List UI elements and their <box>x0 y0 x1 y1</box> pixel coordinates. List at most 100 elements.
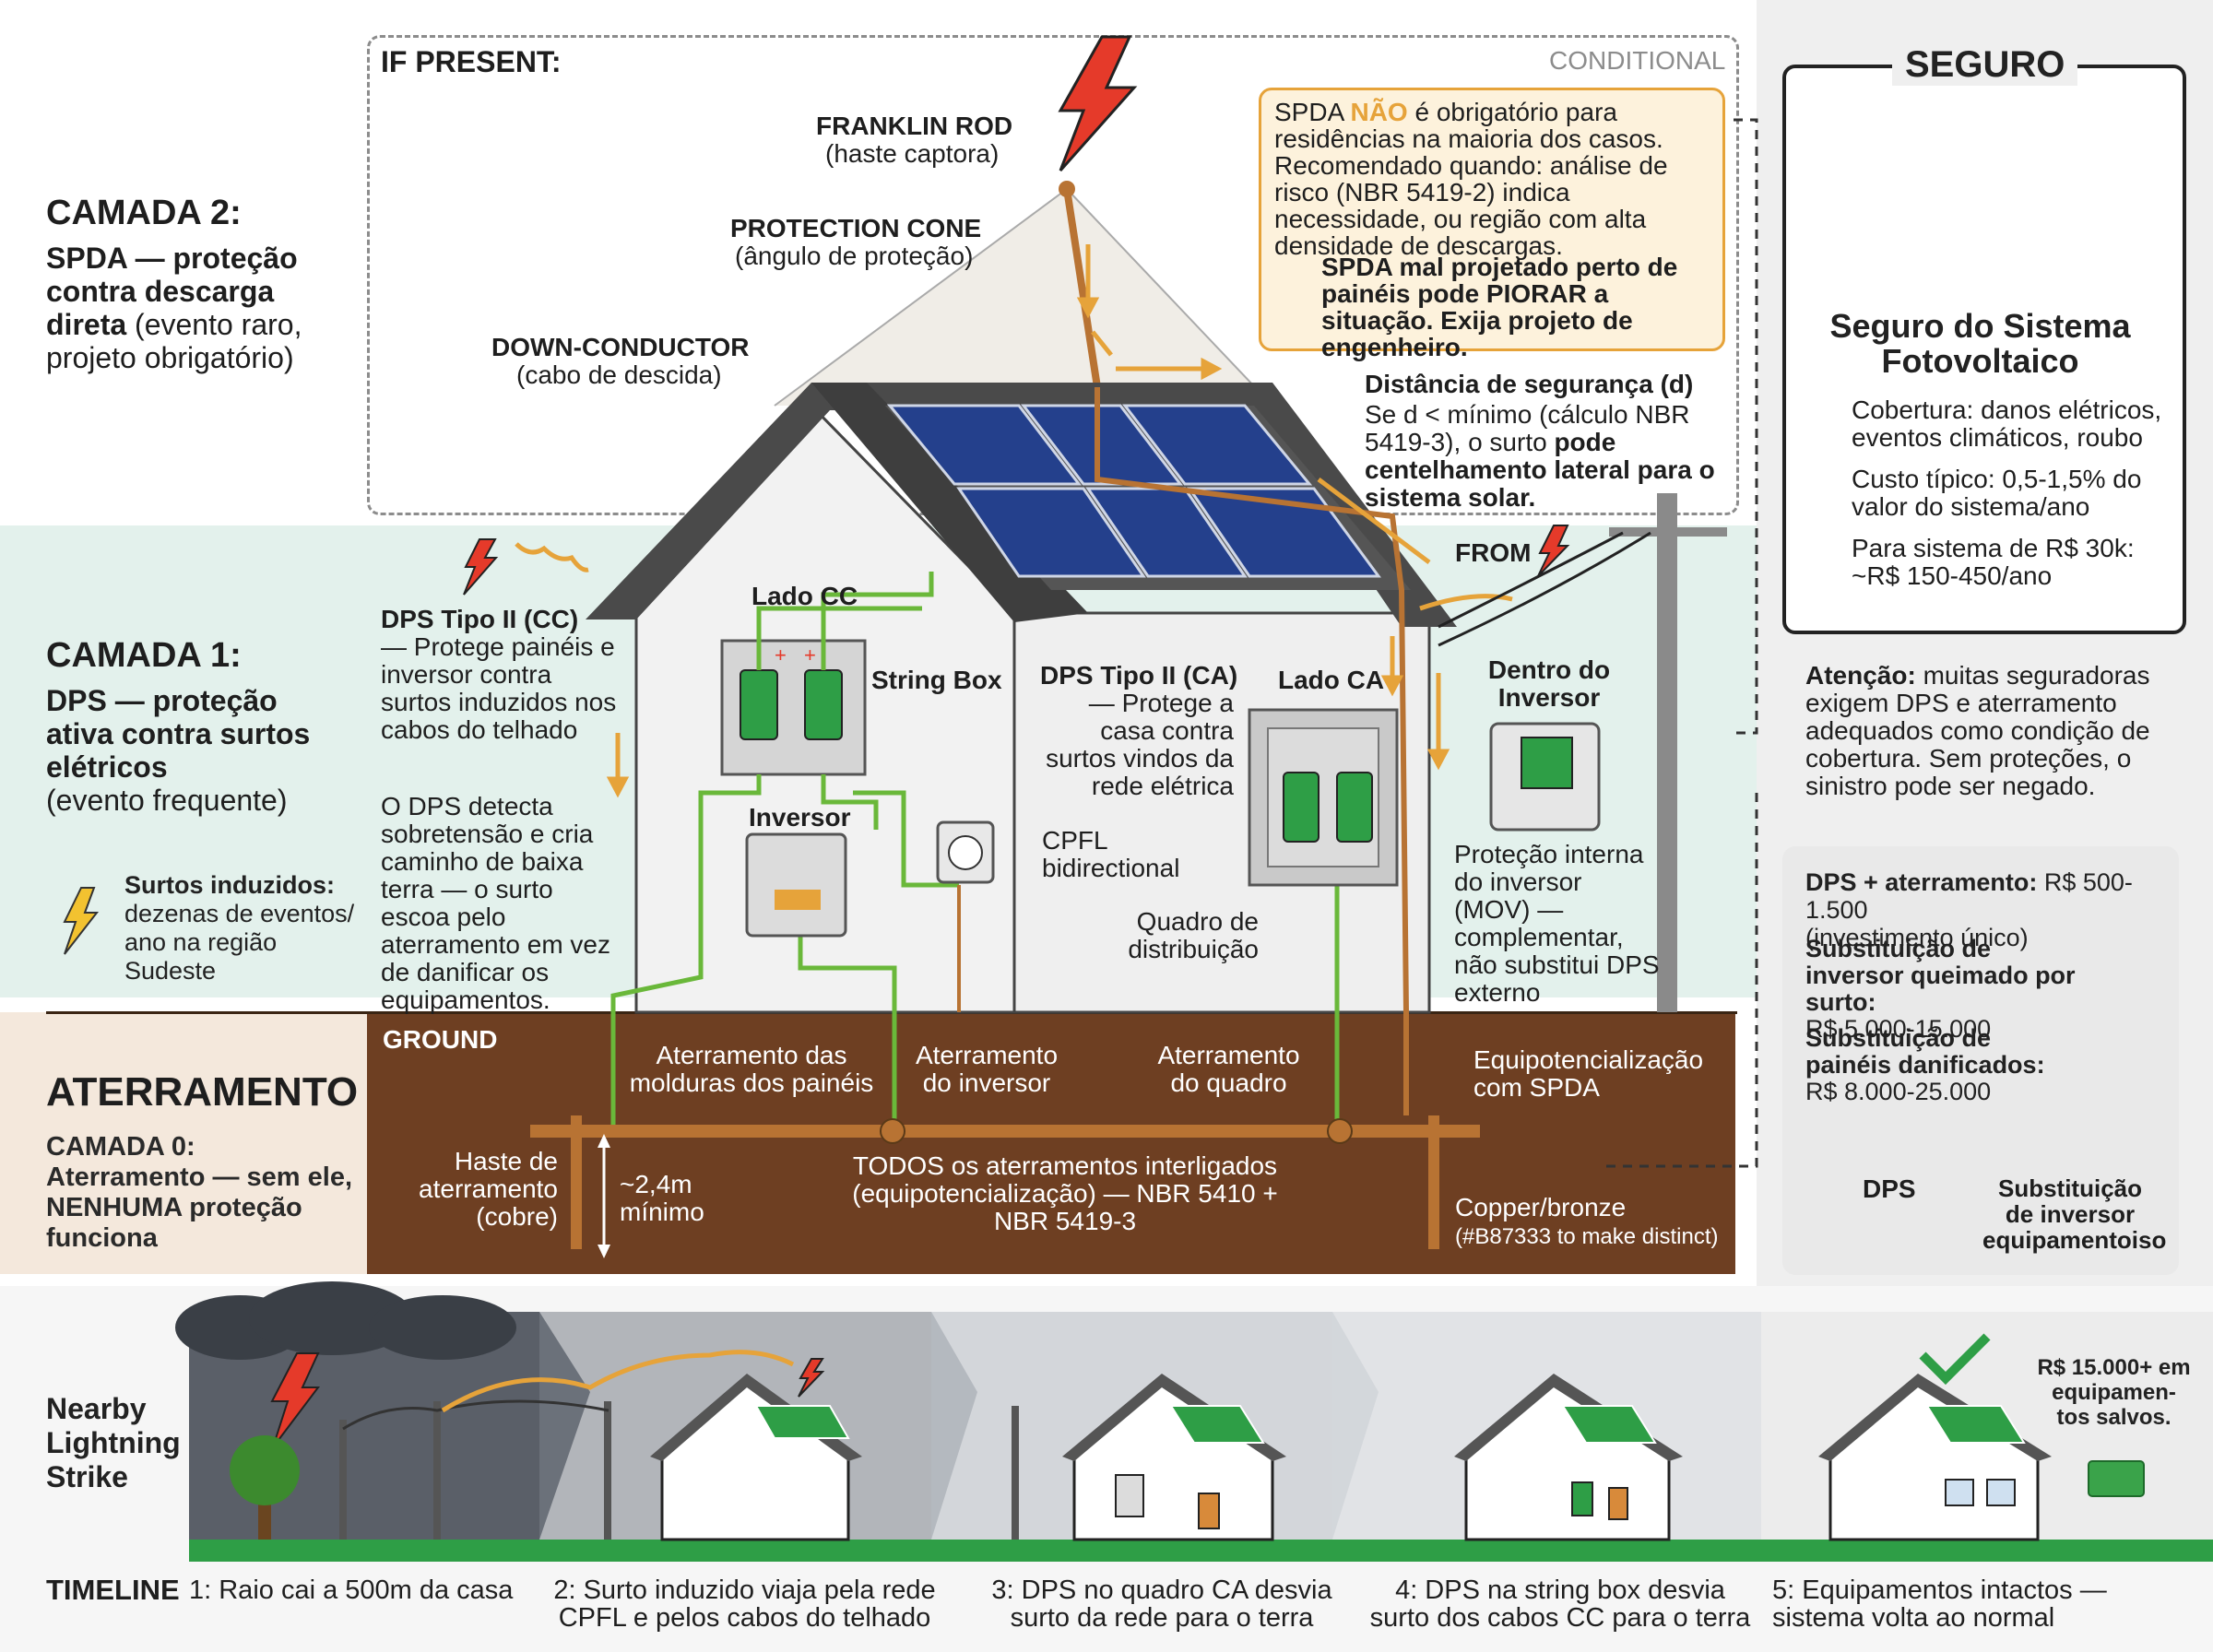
franklin-rod-sub: (haste captora) <box>825 139 1000 168</box>
cost-panel-label: Substituição de painéis danificados: <box>1805 1024 2045 1079</box>
aterr-inversor: Aterramento do inversor <box>915 1041 1059 1097</box>
mov-text: Proteção interna do inversor (MOV) — com… <box>1454 840 1660 1007</box>
layer0-title: ATERRAMENTO <box>46 1069 359 1115</box>
spda-note-post: é obrigatório para residências na maiori… <box>1274 98 1668 260</box>
down-conductor-label: DOWN-CONDUCTOR <box>491 333 750 361</box>
spda-note-box <box>1259 88 1725 351</box>
success-check-icon <box>1919 1333 1991 1386</box>
conditional-tag: CONDITIONAL <box>1549 46 1726 75</box>
franklin-rod-label: FRANKLIN ROD <box>816 112 1013 140</box>
layer2-subtitle: SPDA — proteção contra descarga direta (… <box>46 242 350 374</box>
dps-ca-module <box>1283 772 1320 843</box>
induced-text: dezenas de eventos/ ano na região Sudest… <box>124 900 355 985</box>
protection-cone <box>775 189 1272 406</box>
protection-cone-label: PROTECTION CONE <box>730 214 982 242</box>
layer1-note: (evento frequente) <box>46 784 288 817</box>
attention-text: Atenção: muitas seguradoras exigem DPS e… <box>1805 662 2183 800</box>
distance-text-bold: pode centelhamento lateral para o sistem… <box>1365 428 1715 512</box>
attention-bold: Atenção: <box>1805 661 1916 690</box>
bar-label-sub: Substituição de inversor equipamentoiso <box>1982 1174 2167 1254</box>
layer2-subtitle-bold: SPDA — proteção contra descarga direta <box>46 242 298 341</box>
aterr-molduras: Aterramento das molduras dos painéis <box>629 1041 874 1097</box>
cost-panel: Substituição de painéis danificados: R$ … <box>1805 1025 2045 1105</box>
layer1-title: CAMADA 1: <box>46 636 242 675</box>
timeline-title: Nearby Lightning Strike <box>46 1392 181 1493</box>
dps-cc-module <box>804 669 843 740</box>
ground-bus <box>530 1125 1480 1138</box>
copper-label: Copper/bronze <box>1455 1193 1627 1221</box>
dps-cc-module <box>740 669 778 740</box>
down-conductor-sub: (cabo de descida) <box>516 360 722 389</box>
cost-panel-value: R$ 8.000-25.000 <box>1805 1078 1992 1105</box>
copper-note: (#B87333 to make distinct) <box>1455 1224 1719 1249</box>
ground-label: GROUND <box>383 1025 498 1054</box>
distance-text: Se d < mínimo (cálculo NBR 5419-3), o su… <box>1365 401 1724 512</box>
dentro-inversor-label: Dentro do Inversor <box>1487 655 1611 712</box>
seguro-title: Seguro do Sistema Fotovoltaico <box>1829 307 2131 380</box>
timeline-step-5: 5: Equipamentos intactos — sistema volta… <box>1772 1575 2107 1633</box>
depth-label: ~2,4m mínimo <box>620 1170 704 1226</box>
quadro-label: Quadro de distribuição <box>1128 907 1259 963</box>
todos-label: TODOS os aterramentos interligados (equi… <box>852 1151 1278 1235</box>
svg-text:+: + <box>804 643 816 667</box>
cost-box <box>1782 846 2179 1275</box>
dps-cc-desc: — Protege painéis e inversor contra surt… <box>381 632 617 744</box>
cost-inv-value: R$ 5.000-15.000 <box>1805 1015 1992 1043</box>
cost-dps-value: R$ 500-1.500 <box>1805 868 2133 924</box>
distance-text-pre: Se d < mínimo (cálculo NBR 5419-3), o su… <box>1365 400 1690 456</box>
cost-dps: DPS + aterramento: R$ 500-1.500(investim… <box>1805 868 2165 951</box>
seguro-item-2: Custo típico: 0,5-1,5% do valor do siste… <box>1852 465 2142 521</box>
equipot-label: Equipotencialização com SPDA <box>1473 1045 1704 1102</box>
seguro-item-3: Para sistema de R$ 30k: ~R$ 150-450/ano <box>1852 534 2135 590</box>
dps-ca-title: DPS Tipo II (CA) <box>1040 661 1238 690</box>
aterr-quadro: Aterramento do quadro <box>1157 1041 1300 1097</box>
cost-inv: Substituição de inversor queimado por su… <box>1805 936 2082 1043</box>
string-box-label: String Box <box>871 666 1002 694</box>
induced-title: Surtos induzidos: <box>124 871 335 899</box>
dps-ca-desc: — Protege a casa contra surtos vindos da… <box>1046 689 1234 800</box>
from-label: FROM <box>1455 538 1532 567</box>
layer1-subtitle-bold: DPS — proteção ativa contra surtos elétr… <box>46 684 311 784</box>
svg-text:+: + <box>775 643 787 667</box>
spda-note-text: SPDA NÃO é obrigatório para residências … <box>1274 99 1708 259</box>
timeline-step-2: 2: Surto induzido viaja pela rede CPFL e… <box>553 1575 936 1633</box>
protection-cone-sub: (ângulo de proteção) <box>735 242 974 270</box>
layer2-title: CAMADA 2: <box>46 194 242 232</box>
from-bolt-icon <box>1537 525 1570 577</box>
cost-dps-label: DPS + aterramento: <box>1805 868 2038 896</box>
cost-dps-note: (investimento único) <box>1805 924 2029 951</box>
lightning-bolt-icon <box>1058 35 1138 171</box>
spda-note-pre: SPDA <box>1274 98 1351 126</box>
franklin-rod <box>1063 188 1101 388</box>
dps-cc-title: DPS Tipo II (CC) <box>381 605 579 633</box>
spda-note-highlight: NÃO <box>1350 98 1408 126</box>
haste-label: Haste de aterramento (cobre) <box>419 1147 558 1231</box>
mov-module <box>1521 737 1573 789</box>
seguro-header: SEGURO <box>1892 44 2078 86</box>
attention-body: muitas seguradoras exigem DPS e aterrame… <box>1805 661 2150 800</box>
layer0-subtitle: CAMADA 0: Aterramento — sem ele, NENHUMA… <box>46 1132 353 1253</box>
bolt-icon <box>63 887 100 955</box>
lado-ca-label: Lado CA <box>1278 666 1385 694</box>
induced-surges: Surtos induzidos: dezenas de eventos/ an… <box>124 871 369 985</box>
timeline-step-4: 4: DPS na string box desvia surto dos ca… <box>1369 1575 1751 1633</box>
timeline-step-3: 3: DPS no quadro CA desvia surto da rede… <box>991 1575 1332 1633</box>
induced-bolt-icon <box>463 538 499 596</box>
solar-panels <box>886 404 1381 578</box>
inverter <box>745 832 847 938</box>
spda-warning: SPDA mal projetado perto de painéis pode… <box>1321 253 1678 361</box>
layer1-subtitle: DPS — proteção ativa contra surtos elétr… <box>46 684 323 817</box>
down-conductor-cable <box>1095 387 1409 1013</box>
dps-ca-module <box>1336 772 1373 843</box>
layer0-band <box>0 1012 369 1274</box>
surge-flow-arrows <box>606 244 1513 798</box>
seguro-item-1: Cobertura: danos elétricos, eventos clim… <box>1852 395 2162 452</box>
timeline-step-1: 1: Raio cai a 500m da casa <box>189 1575 514 1605</box>
cpfl-label: CPFL bidirectional <box>1042 826 1180 882</box>
ground-area <box>367 1012 1735 1274</box>
bar-label-dps: DPS <box>1863 1174 1916 1203</box>
cost-inv-label: Substituição de inversor queimado por su… <box>1805 935 2076 1016</box>
timeline-strip <box>175 1281 2213 1562</box>
utility-pole <box>1657 493 1677 1012</box>
lado-cc-label: Lado CC <box>751 582 858 610</box>
